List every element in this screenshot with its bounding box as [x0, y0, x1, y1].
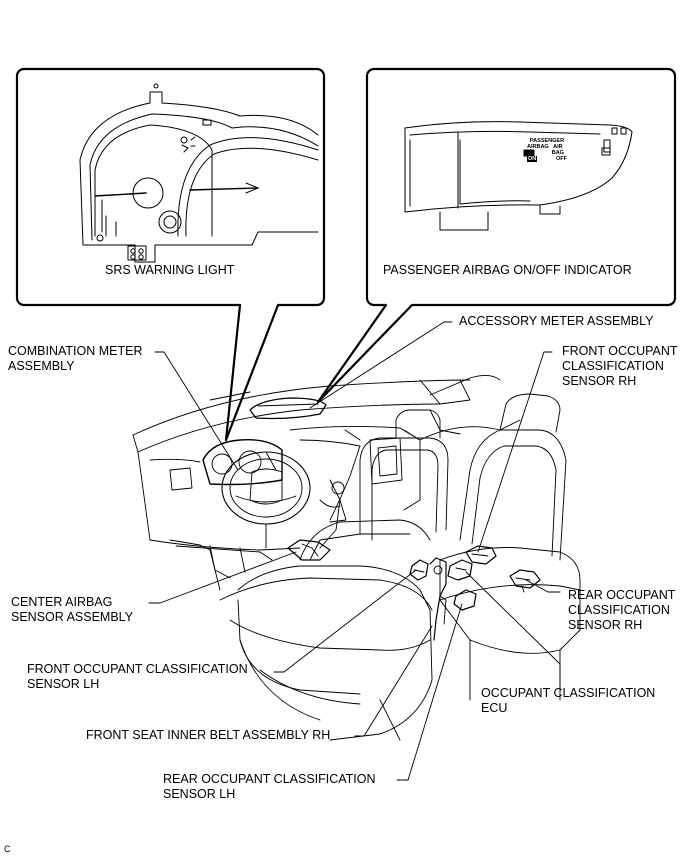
label-front-occupant-rh-line3: SENSOR RH	[562, 374, 637, 388]
label-rear-occupant-rh-line3: SENSOR RH	[568, 618, 643, 632]
label-rear-occupant-lh-line2: SENSOR LH	[163, 787, 236, 801]
label-rear-occupant-lh-line1: REAR OCCUPANT CLASSIFICATION	[163, 772, 376, 786]
label-front-occupant-lh-line2: SENSOR LH	[27, 677, 100, 691]
vehicle-interior	[132, 375, 581, 741]
label-occupant-classification-ecu: OCCUPANT CLASSIFICATION ECU	[481, 686, 655, 716]
label-front-occupant-sensor-lh: FRONT OCCUPANT CLASSIFICATION SENSOR LH	[27, 662, 248, 692]
combination-meter-closeup	[79, 83, 319, 263]
label-occupant-ecu-line2: ECU	[481, 701, 508, 715]
accessory-meter-closeup	[404, 121, 633, 231]
label-rear-occupant-sensor-rh: REAR OCCUPANT CLASSIFICATION SENSOR RH	[568, 588, 675, 633]
label-front-occupant-rh-line1: FRONT OCCUPANT	[562, 344, 678, 358]
indicator-on-state: ON	[527, 156, 538, 162]
label-front-occupant-rh-line2: CLASSIFICATION	[562, 359, 664, 373]
indicator-callout-box	[316, 67, 677, 404]
label-combination-meter-line1: COMBINATION METER	[8, 344, 143, 358]
label-combination-meter-assembly: COMBINATION METER ASSEMBLY	[8, 344, 143, 374]
leader-lines	[148, 321, 561, 781]
label-center-airbag-sensor-assembly: CENTER AIRBAG SENSOR ASSEMBLY	[11, 595, 133, 625]
label-occupant-ecu-line1: OCCUPANT CLASSIFICATION	[481, 686, 656, 700]
airbag-indicator-caption: PASSENGER AIRBAG ON/OFF INDICATOR	[383, 263, 632, 277]
label-front-occupant-lh-line1: FRONT OCCUPANT CLASSIFICATION	[27, 662, 248, 676]
indicator-air-bag-label: AIR BAG	[551, 144, 564, 156]
srs-callout-box	[15, 67, 326, 442]
label-front-seat-inner-belt-rh: FRONT SEAT INNER BELT ASSEMBLY RH	[86, 728, 331, 742]
label-rear-occupant-sensor-lh: REAR OCCUPANT CLASSIFICATION SENSOR LH	[163, 772, 376, 802]
passenger-airbag-indicator: PASSENGER AIRBAG AIR BAG ON OFF	[527, 138, 567, 162]
indicator-title: PASSENGER	[529, 138, 565, 144]
label-front-occupant-sensor-rh: FRONT OCCUPANT CLASSIFICATION SENSOR RH	[562, 344, 678, 389]
label-combination-meter-line2: ASSEMBLY	[8, 359, 75, 373]
label-center-airbag-line2: SENSOR ASSEMBLY	[11, 610, 134, 624]
indicator-off-state: OFF	[556, 156, 567, 162]
indicator-airbag-label: AIRBAG	[527, 144, 549, 150]
label-rear-occupant-rh-line1: REAR OCCUPANT	[568, 588, 676, 602]
label-center-airbag-line1: CENTER AIRBAG	[11, 595, 113, 609]
srs-warning-light-caption: SRS WARNING LIGHT	[105, 263, 235, 277]
label-rear-occupant-rh-line2: CLASSIFICATION	[568, 603, 670, 617]
figure-code: C	[4, 844, 11, 854]
label-accessory-meter-assembly: ACCESSORY METER ASSEMBLY	[459, 314, 654, 328]
